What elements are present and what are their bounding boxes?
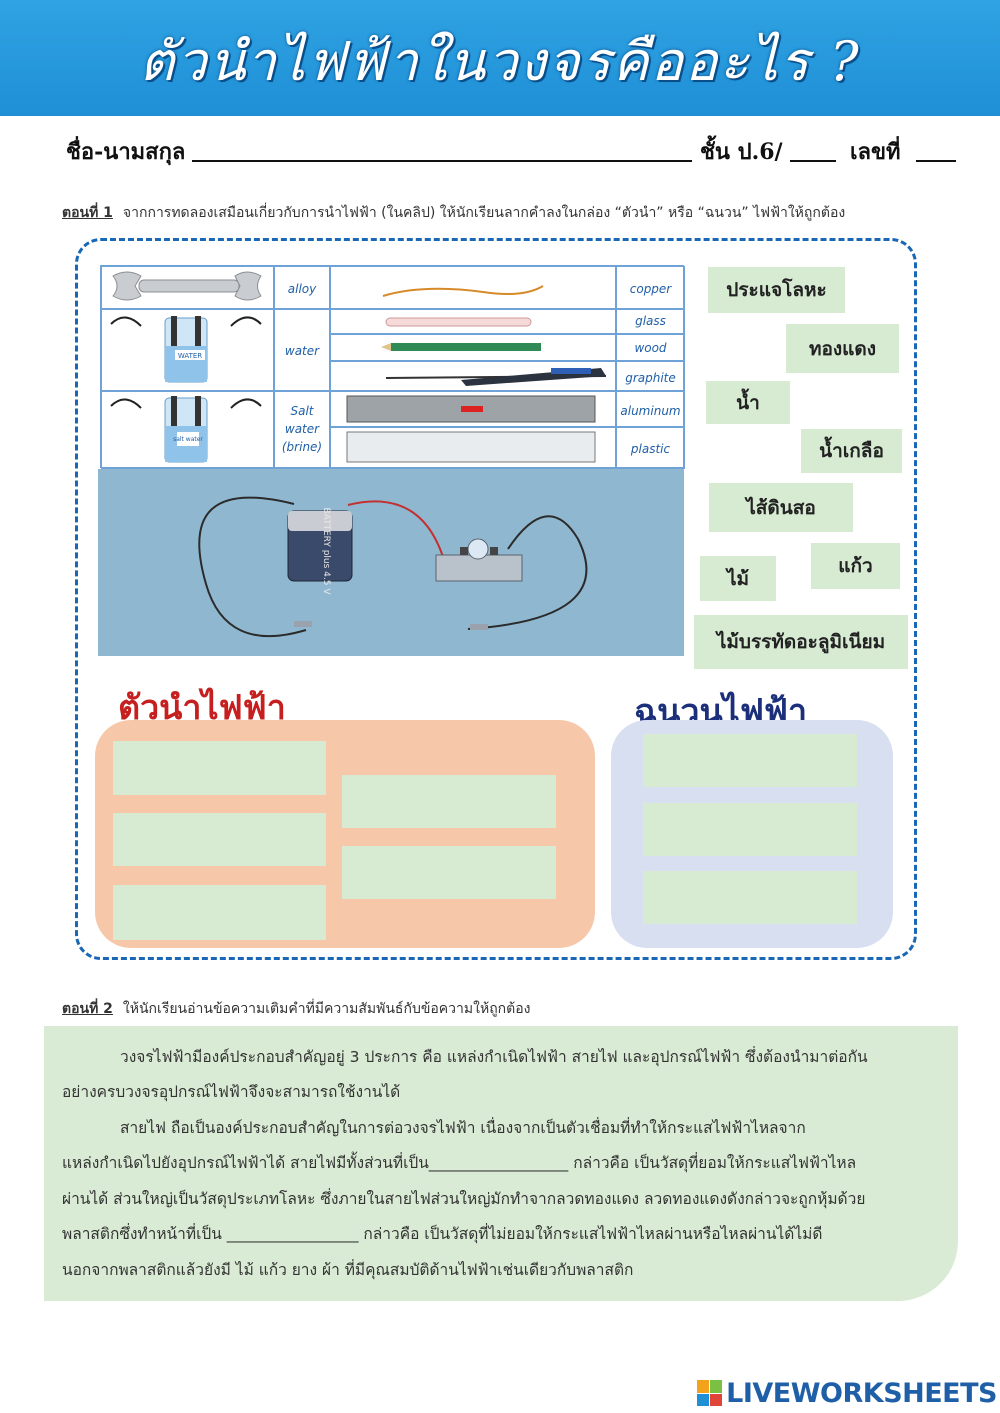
cell-graphite-label — [616, 361, 685, 391]
passage-line-7: นอกจากพลาสติกแล้วยังมี ไม้ แก้ว ยาง ผ้า … — [62, 1261, 634, 1279]
alligator-clip-icon — [294, 621, 488, 630]
part2-instruction: ตอนที่ 2 ให้นักเรียนอ่านข้อความเติมคำที่ม… — [62, 998, 530, 1020]
passage-line-6: พลาสติกซึ่งทำหน้าที่เป็น _______________… — [62, 1225, 823, 1243]
wood-pencil-icon — [381, 343, 541, 351]
word-wood[interactable]: ไม้ — [700, 556, 776, 601]
word-aluminum-ruler[interactable]: ไม้บรรทัดอะลูมิเนียม — [694, 615, 908, 669]
name-label: ชื่อ-นามสกุล — [66, 139, 186, 165]
class-field[interactable] — [790, 160, 836, 162]
insulator-slot-3[interactable] — [643, 871, 857, 924]
water-beaker-icon: WATER — [110, 316, 262, 383]
label-graphite: graphite — [625, 371, 676, 385]
water-tag-label: WATER — [178, 352, 202, 360]
word-glass[interactable]: แก้ว — [811, 543, 900, 589]
passage-line-3: สายไฟ ถือเป็นองค์ประกอบสำคัญในการต่อวงจร… — [120, 1119, 806, 1137]
battery-icon: BATTERY plus 4.5 V — [287, 508, 353, 596]
wrench-icon — [112, 271, 262, 301]
circuit-diagram: BATTERY plus 4.5 V — [98, 469, 684, 656]
cell-aluminum-label — [616, 391, 685, 427]
part1-instruction-text: จากการทดลองเสมือนเกี่ยวกับการนำไฟฟ้า (ใน… — [122, 205, 846, 221]
part2-passage-box — [44, 1026, 958, 1301]
cell-aluminum-image — [330, 391, 616, 427]
number-field[interactable] — [916, 160, 956, 162]
conductor-slot-4[interactable] — [342, 775, 556, 828]
label-copper: copper — [629, 282, 672, 296]
label-alloy: alloy — [287, 282, 317, 296]
cell-alloy-label — [274, 266, 330, 309]
conductor-slot-2[interactable] — [113, 813, 326, 866]
page-title: ตัวนำไฟฟ้าในวงจรคืออะไร ? — [139, 30, 861, 93]
logo-text: LIVEWORKSHEETS — [726, 1377, 997, 1409]
circuit-illustration: BATTERY plus 4.5 V — [198, 496, 588, 638]
plastic-ruler-icon — [346, 431, 596, 463]
part1-activity-box — [75, 238, 917, 960]
word-salt-water[interactable]: น้ำเกลือ — [801, 429, 902, 473]
label-salt: Salt — [290, 404, 314, 418]
cell-water-label — [274, 309, 330, 391]
passage-line-5: ผ่านได้ ส่วนใหญ่เป็นวัสดุประเภทโลหะ ซึ่ง… — [62, 1190, 866, 1208]
cell-graphite-image — [330, 361, 616, 391]
glass-rod-icon — [385, 317, 532, 327]
part2-instruction-text: ให้นักเรียนอ่านข้อความเติมคำที่มีความสัม… — [122, 1001, 531, 1017]
cell-salt-label — [274, 391, 330, 469]
passage-line-4: แหล่งกำเนิดไปยังอุปกรณ์ไฟฟ้าได้ สายไฟมีท… — [62, 1154, 857, 1172]
aluminum-ruler-icon — [346, 395, 596, 423]
cell-wood-label — [616, 334, 685, 361]
liveworksheets-logo: LIVEWORKSHEETS — [697, 1376, 997, 1410]
graphite-pencil-icon — [385, 368, 607, 386]
word-pencil-lead[interactable]: ไส้ดินสอ — [709, 483, 853, 532]
label-plastic: plastic — [630, 442, 671, 456]
insulator-slot-2[interactable] — [643, 803, 857, 856]
label-glass: glass — [635, 314, 666, 328]
passage-line-2: อย่างครบวงจรอุปกรณ์ไฟฟ้าจึงจะสามารถใช้งา… — [62, 1083, 401, 1101]
materials-table: alloy water Salt water (brine) copper gl… — [100, 265, 685, 469]
part1-label: ตอนที่ 1 — [62, 205, 113, 221]
cell-plastic-label — [616, 427, 685, 469]
part2-label: ตอนที่ 2 — [62, 1001, 113, 1017]
wire-red — [347, 500, 449, 576]
label-salt-water: water — [284, 422, 320, 436]
cell-water-image — [101, 309, 274, 391]
label-brine: (brine) — [281, 440, 323, 454]
cell-plastic-image — [330, 427, 616, 469]
logo-icon — [697, 1380, 723, 1406]
conductor-slot-5[interactable] — [342, 846, 556, 899]
salt-tag-label: salt water — [173, 436, 203, 443]
conductor-slot-1[interactable] — [113, 741, 326, 795]
word-water[interactable]: น้ำ — [706, 381, 790, 424]
cell-glass-label — [616, 309, 685, 334]
cell-glass-image — [330, 309, 616, 334]
cell-salt-image — [101, 391, 274, 469]
cell-wood-image — [330, 334, 616, 361]
cell-copper-label — [616, 266, 685, 309]
label-aluminum: aluminum — [620, 404, 681, 418]
word-copper[interactable]: ทองแดง — [786, 324, 899, 373]
bulb-holder-icon — [435, 538, 523, 582]
class-label: ชั้น ป.6/ — [700, 139, 783, 165]
cell-copper-image — [330, 266, 616, 309]
salt-water-beaker-icon: salt water — [110, 396, 262, 463]
insulator-slot-1[interactable] — [643, 734, 857, 787]
label-water: water — [284, 344, 320, 358]
title-banner: ตัวนำไฟฟ้าในวงจรคืออะไร ? — [0, 0, 1000, 116]
battery-label: BATTERY plus 4.5 V — [321, 508, 331, 596]
cell-alloy-image — [101, 266, 274, 309]
materials-illustrations: WATER salt water — [110, 271, 607, 463]
name-field[interactable] — [192, 160, 692, 162]
part1-instruction: ตอนที่ 1 จากการทดลองเสมือนเกี่ยวกับการนำไ… — [62, 202, 845, 224]
number-label: เลขที่ — [850, 139, 901, 165]
wire-right — [467, 515, 588, 630]
wire-left — [198, 496, 307, 638]
passage-line-1: วงจรไฟฟ้ามีองค์ประกอบสำคัญอยู่ 3 ประการ … — [120, 1048, 868, 1066]
label-wood: wood — [634, 341, 667, 355]
copper-wire-icon — [382, 285, 544, 297]
conductor-slot-3[interactable] — [113, 885, 326, 940]
word-metal-wrench[interactable]: ประแจโลหะ — [708, 267, 845, 313]
